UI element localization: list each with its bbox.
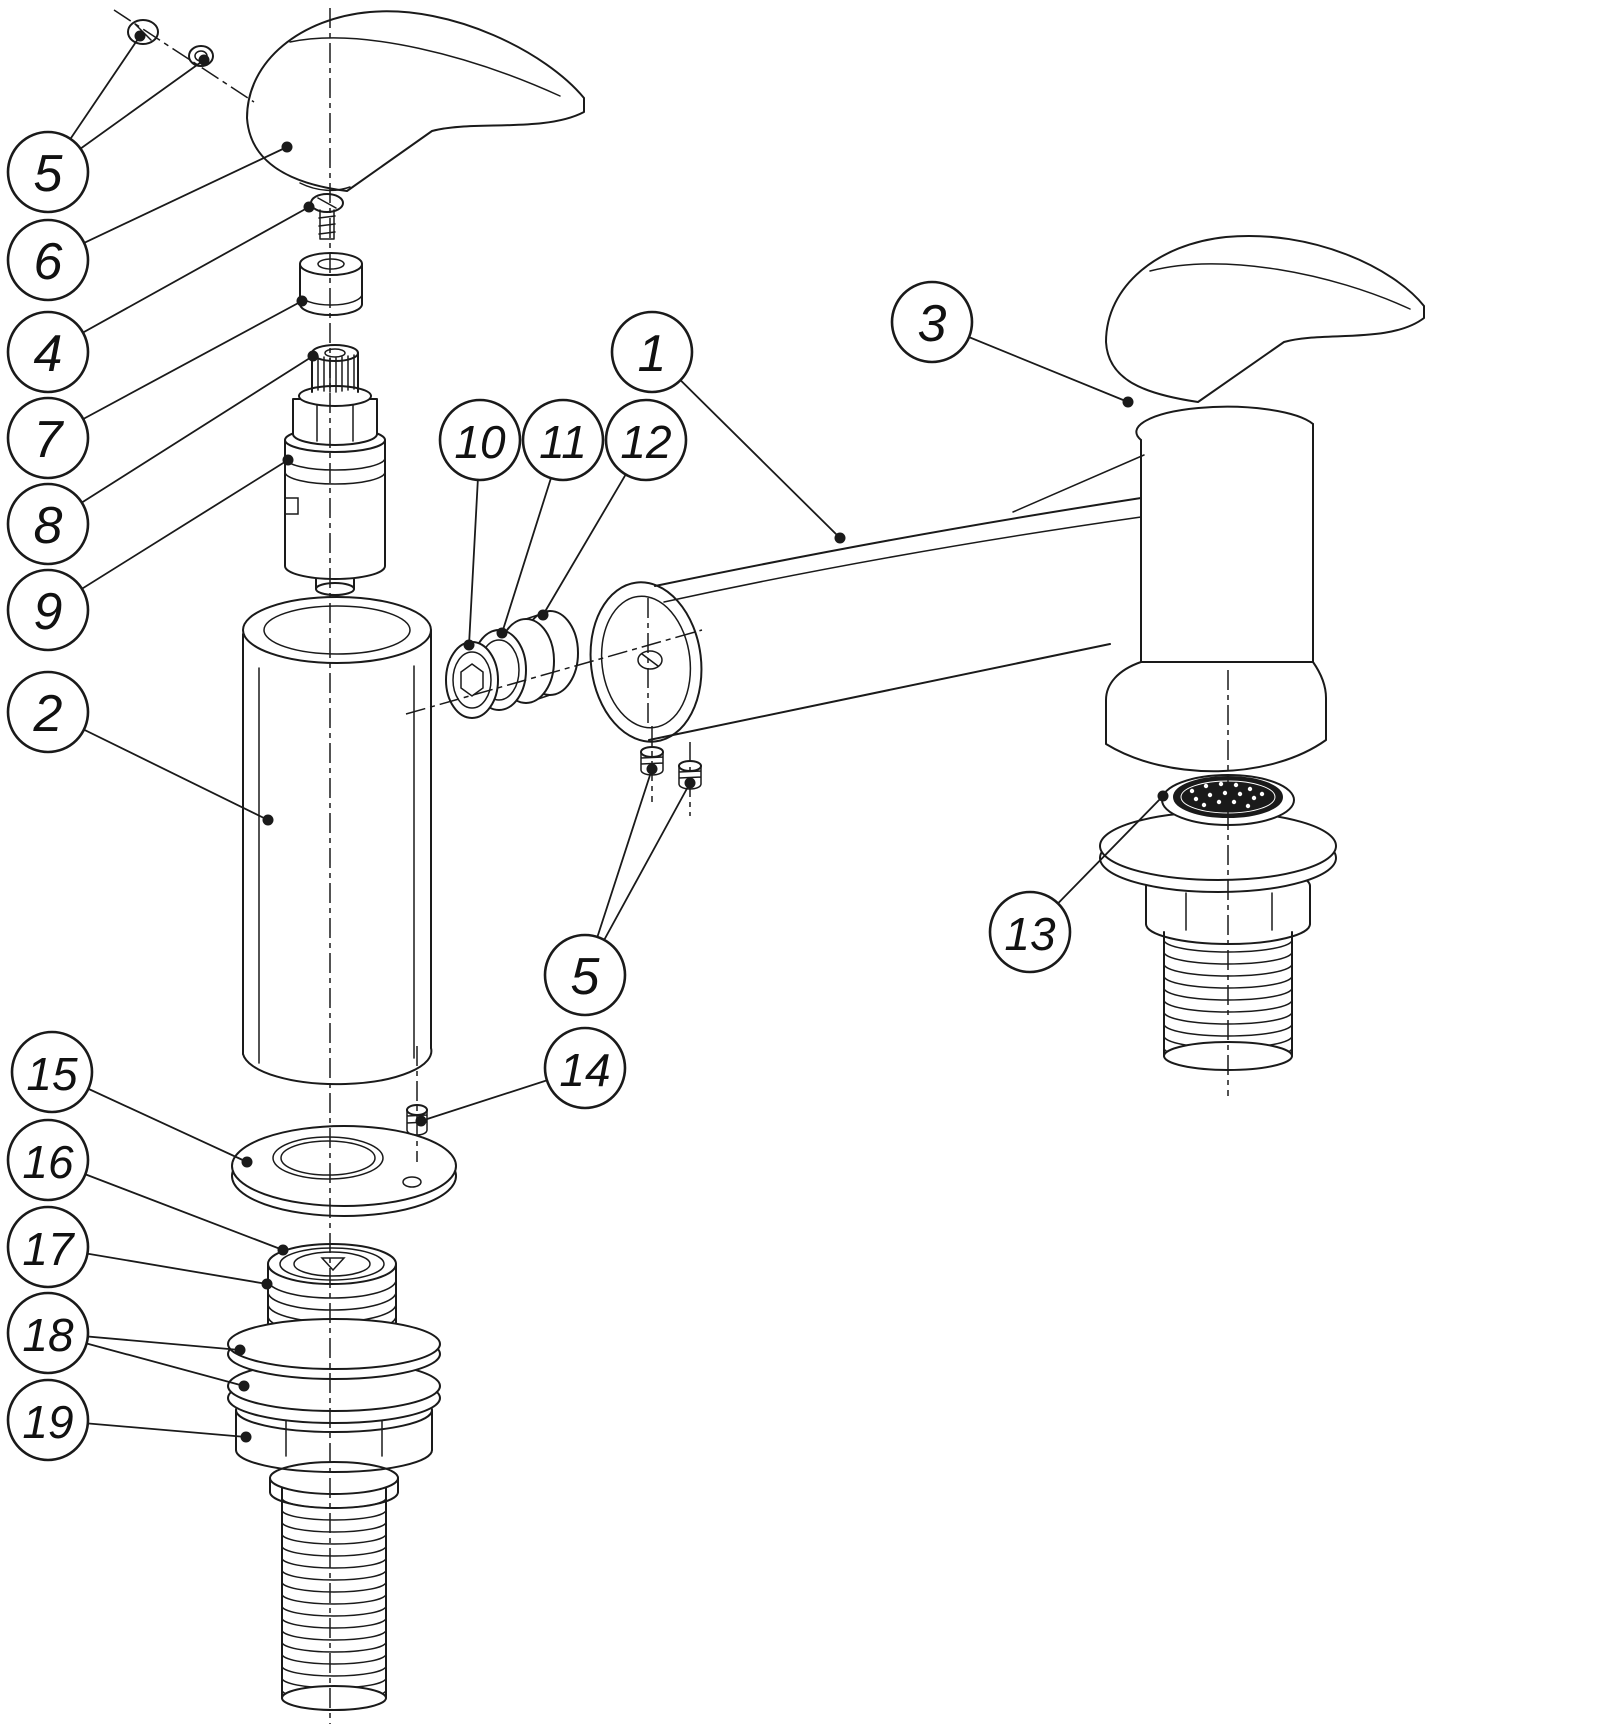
callout-balloon-11: 11 (521, 398, 605, 482)
check-valve-drawing (445, 610, 579, 719)
callout-label: 9 (34, 583, 63, 641)
main-body-drawing (589, 405, 1327, 773)
callout-balloon-19: 19 (6, 1378, 90, 1462)
pillar-body-drawing (242, 596, 433, 1086)
callout-balloon-5-mid: 5 (543, 933, 627, 1017)
callout-label: 4 (34, 325, 63, 383)
callout-balloon-17: 17 (6, 1205, 90, 1289)
callout-balloon-6: 6 (6, 218, 90, 302)
callout-label: 5 (571, 948, 601, 1006)
callout-balloon-15: 15 (10, 1030, 94, 1114)
left-handle-drawing (246, 10, 585, 192)
callout-label: 16 (22, 1136, 74, 1188)
right-inlet-stack-drawing (1099, 774, 1337, 1071)
callout-balloons: 5 6 4 7 8 9 2 15 16 17 18 19 1 10 11 12 … (6, 130, 1072, 1462)
callout-balloon-2: 2 (6, 670, 90, 754)
callout-label: 14 (559, 1044, 610, 1096)
callout-label: 5 (34, 145, 64, 203)
callout-balloon-16: 16 (6, 1118, 90, 1202)
callout-balloon-9: 9 (6, 568, 90, 652)
callout-label: 2 (33, 685, 63, 743)
cartridge-screw-drawing (310, 193, 344, 240)
callout-balloon-14: 14 (543, 1026, 627, 1110)
callout-balloon-8: 8 (6, 482, 90, 566)
callout-label: 6 (34, 233, 63, 291)
callout-balloon-3: 3 (890, 280, 974, 364)
callout-balloon-13: 13 (988, 890, 1072, 974)
callout-label: 15 (26, 1048, 78, 1100)
left-valve-assembly-drawing (127, 10, 585, 1711)
callout-balloon-18: 18 (6, 1291, 90, 1375)
callout-label: 19 (22, 1396, 73, 1448)
callout-label: 7 (34, 411, 65, 469)
callout-balloon-7: 7 (6, 396, 90, 480)
callout-label: 17 (22, 1223, 75, 1275)
base-gasket-drawing (231, 1125, 457, 1217)
callout-balloon-4: 4 (6, 310, 90, 394)
callout-balloon-5-top: 5 (6, 130, 90, 214)
callout-label: 11 (539, 416, 587, 468)
valve-cartridge-drawing (284, 344, 386, 596)
right-handle-drawing (1105, 235, 1425, 403)
callout-balloon-12: 12 (604, 398, 688, 482)
callout-balloon-1: 1 (610, 310, 694, 394)
callout-label: 1 (638, 325, 667, 383)
callout-balloon-10: 10 (438, 398, 522, 482)
callout-label: 13 (1004, 908, 1056, 960)
callout-label: 12 (620, 416, 671, 468)
fixing-kit-drawing (227, 1243, 441, 1711)
callout-label: 8 (34, 497, 63, 555)
callout-label: 10 (454, 416, 506, 468)
centerlines (113, 8, 1229, 1724)
leader-lines (47, 30, 1169, 1443)
callout-label: 18 (22, 1309, 74, 1361)
leader-dots (134, 30, 1169, 1443)
cartridge-cap-drawing (299, 252, 363, 316)
callout-label: 3 (918, 295, 947, 353)
